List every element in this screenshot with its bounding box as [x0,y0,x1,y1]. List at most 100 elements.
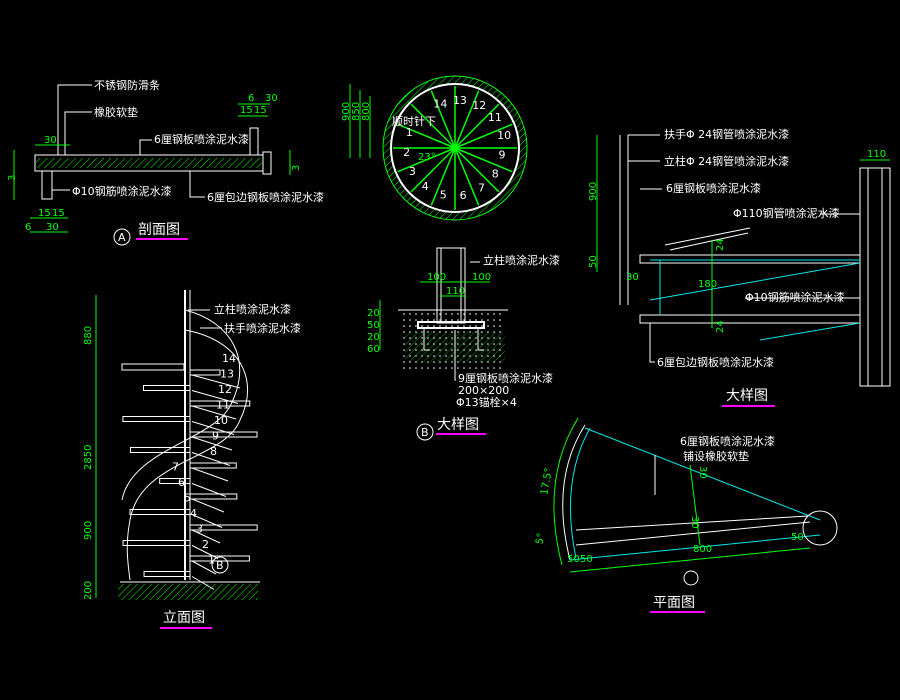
stair-spoke [430,147,456,206]
plan-arc [562,424,586,561]
marker-b: B [421,426,429,439]
section-edge [262,151,272,175]
stair-spoke [454,123,513,149]
dim-text: 15 [52,208,65,219]
note-rebar: Φ10钢筋喷涂泥水漆 [745,290,845,304]
dim-text: 60 [367,344,380,355]
rebar-diagonal [649,262,861,301]
leader-plate [139,139,152,155]
title-detail-right: 大样图 [726,388,768,404]
dim-text: 900 [588,182,599,201]
dim-text: 50 [580,554,593,565]
dim-text: 800 [361,102,372,121]
ground-hatch [118,584,258,600]
plan-step: 6厘钢板喷涂泥水漆 铺设橡胶软垫 17.5° 5° 30 30 800 50 5… [534,417,838,613]
stair-spoke [397,123,456,149]
elevation-step-diagonal [191,436,233,451]
stair-spoke [454,103,500,149]
section-post [249,127,259,156]
elevation-steps [122,369,258,590]
note-top: 不锈钢防滑条 [94,78,160,92]
plan-edge-bottom [569,534,821,561]
note-handrail: 扶手Φ 24钢管喷涂泥水漆 [664,127,789,141]
dim-text: 6 [248,93,254,104]
circle-step-number: 11 [488,111,502,124]
note-post: 立柱Φ 24钢管喷涂泥水漆 [664,154,789,168]
elevation-step-number: 2 [202,538,209,551]
elevation-step-number: 6 [178,476,185,489]
angle-b: 5° [534,532,547,545]
note-pad: 橡胶软垫 [94,105,138,119]
marker-circle [416,423,434,441]
dim-text: 900 [83,521,94,540]
section-rebar [41,170,53,200]
leader-top [57,84,92,155]
central-pipe [859,167,891,387]
note-edge: 6厘包边钢板喷涂泥水漆 [657,355,774,369]
note-plate: 6厘钢板喷涂泥水漆 [666,181,761,195]
dim-text: 110 [867,149,886,160]
note-size: 200×200 [458,384,509,397]
dim-text: 30 [265,93,278,104]
dim-text: 30 [689,516,700,529]
stair-spoke [454,147,500,193]
elevation-step-diagonal [191,483,227,497]
elevation-step [189,431,258,438]
dim-text: 24 [715,320,726,333]
circle-step-number: 13 [453,94,467,107]
dim-text: 15 [254,105,267,116]
dim-text: 100 [472,272,491,283]
leader-pad [64,111,92,155]
tread-plate [639,254,861,264]
elevation-step [143,571,191,577]
marker-a: A [118,231,126,244]
dim-text: 20 [367,308,380,319]
title-elevation: 立面图 [163,610,205,626]
note-direction: 顺时针下 [392,114,436,128]
dim-text: 110 [446,286,465,297]
elevation-step-diagonal [191,576,215,590]
section-cut-marker [683,570,699,586]
note-post: 立柱喷涂泥水漆 [483,253,560,267]
circle-step-number: 8 [492,167,499,180]
dim-text: 3 [7,175,18,181]
dim-text: 3 [291,165,302,171]
section-a: 不锈钢防滑条 橡胶软垫 6厘钢板喷涂泥水漆 Φ10钢筋喷涂泥水漆 6厘包边钢板喷… [7,78,324,246]
note-edge: 6厘包边钢板喷涂泥水漆 [207,190,324,204]
circle-step-number: 9 [499,149,506,162]
note-plate: 9厘钢板喷涂泥水漆 [458,371,553,385]
stair-spoke [454,147,513,173]
handrail [126,329,249,581]
dim-text: 30 [626,272,639,283]
dim-text: 900 [341,102,352,121]
stair-spoke [454,90,480,149]
elevation-step [122,540,191,546]
elevation-step-number: 12 [218,383,232,396]
dim-text: 20 [367,332,380,343]
elevation-step-number: 9 [212,430,219,443]
dim-text: 50 [367,320,380,331]
note-bolt: Φ13锚栓×4 [456,395,517,409]
elevation-step-number: 11 [216,399,230,412]
elevation-step [129,447,191,453]
elevation-step-number: 14 [222,352,236,365]
dim-text: 50 [791,532,804,543]
elevation-step [189,369,221,376]
elevation-step [159,478,191,484]
title-detail-b: 大样图 [437,417,479,433]
stair-spoke [410,103,456,149]
note-pad: 铺设橡胶软垫 [683,449,749,463]
elevation-step-diagonal [191,498,225,513]
elevation-step-number: 7 [172,461,179,474]
dim-text: 30 [46,222,59,233]
circle-step-number: 7 [478,182,485,195]
tread-plate-lower [639,314,861,324]
angle-label: 23° [418,152,436,163]
plan-edge-top [584,427,821,521]
note-plate: 6厘钢板喷涂泥水漆 [154,132,249,146]
dim-text: 2850 [83,445,94,470]
circle-step-number: 10 [497,129,511,142]
leader-edge [189,171,205,198]
dim-text: 15 [240,105,253,116]
elevation-step [189,555,250,562]
